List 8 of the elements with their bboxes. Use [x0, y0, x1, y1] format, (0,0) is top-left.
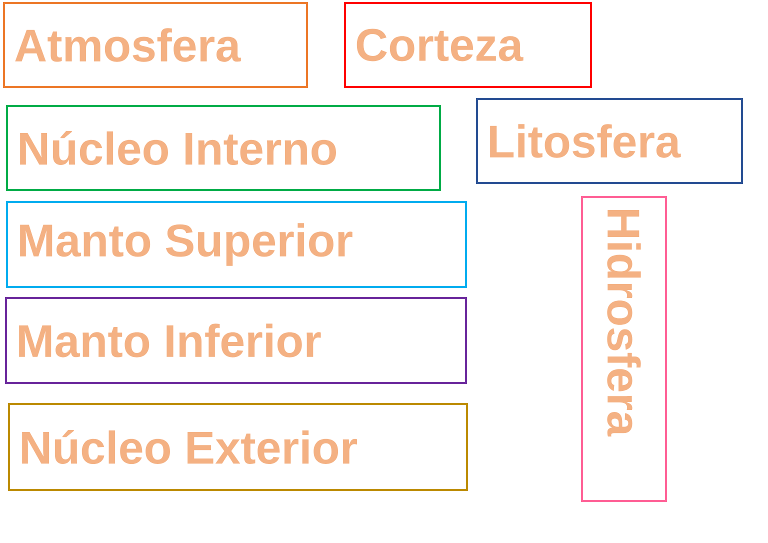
label-box: Núcleo Interno	[6, 105, 441, 191]
label-box: Atmosfera	[3, 2, 308, 88]
label-box: Corteza	[344, 2, 592, 88]
label-box: Núcleo Exterior	[8, 403, 468, 491]
label-box: Manto Superior	[6, 201, 467, 288]
label-box: Manto Inferior	[5, 297, 467, 384]
label-box: Litosfera	[476, 98, 743, 184]
label-box: Hidrosfera	[581, 196, 667, 502]
